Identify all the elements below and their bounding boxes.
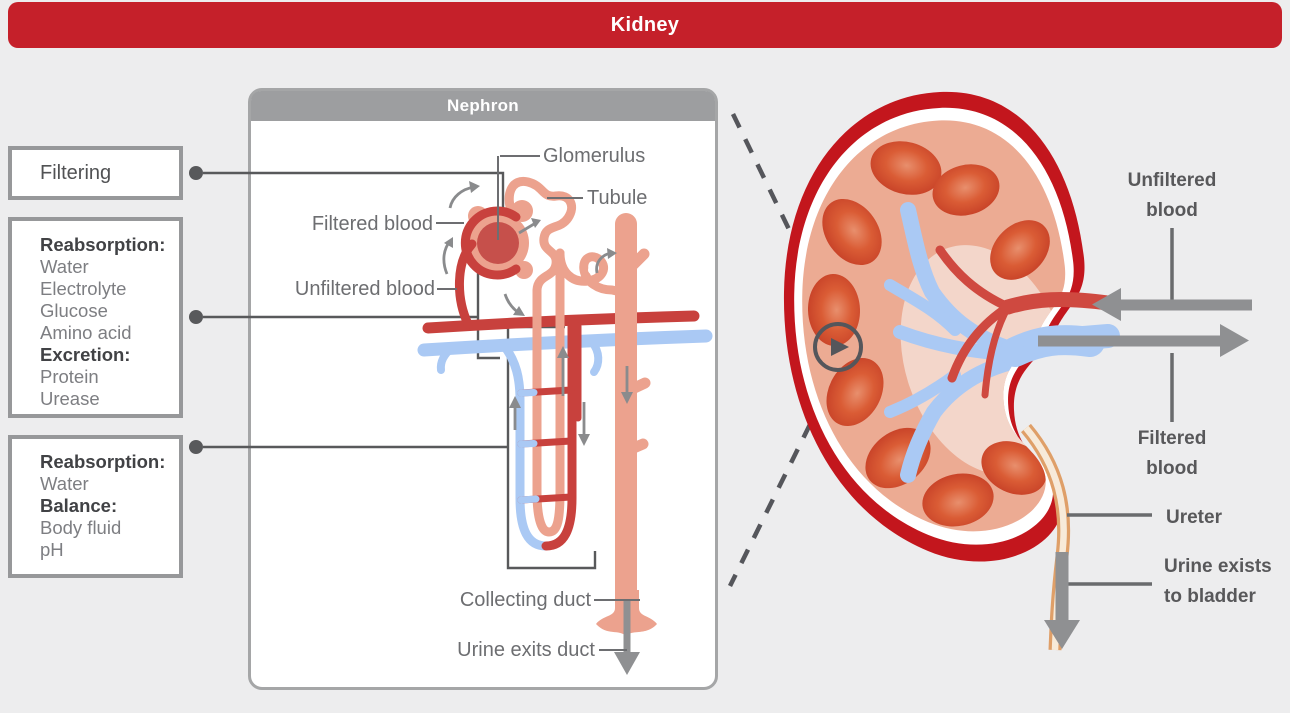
collecting-duct-label: Collecting duct (459, 589, 591, 611)
item-body-fluid: Body fluid (40, 517, 122, 538)
reabsorption-header: Reabsorption: (40, 234, 166, 255)
intrarenal-arteries (935, 245, 1013, 399)
item-glucose: Glucose (40, 300, 108, 321)
tubule-label: Tubule (587, 187, 648, 209)
renal-vein (1023, 324, 1120, 354)
item-electrolyte: Electrolyte (40, 278, 127, 299)
kidney-unfiltered-blood-label: Unfiltered blood (1127, 170, 1217, 221)
dot-reabsorption (189, 310, 203, 324)
renal-sinus (900, 245, 1066, 475)
nephron-title: Nephron (447, 96, 519, 115)
kidney-interior (807, 141, 1066, 527)
renal-artery (1000, 292, 1116, 315)
renal-pyramid (807, 274, 861, 346)
magnification-link (727, 113, 838, 587)
renal-pyramid (932, 164, 1000, 216)
ureter-label: Ureter (1166, 507, 1222, 528)
renal-pyramid (922, 473, 994, 527)
ureter-vessel (1020, 423, 1071, 651)
magnifier-marker (813, 322, 863, 372)
nephron-panel-header: Nephron (251, 91, 715, 121)
renal-pyramid (990, 220, 1050, 280)
glomerulus-label: Glomerulus (543, 145, 646, 167)
page-title: Kidney (610, 13, 680, 36)
annotation-box-reabsorption-excretion: Reabsorption: Water Electrolyte Glucose … (8, 217, 183, 418)
renal-calyces (884, 202, 1028, 483)
urine-exists-label: Urine exists to bladder (1164, 556, 1272, 607)
item-protein: Protein (40, 366, 99, 387)
ureter-wall (1020, 423, 1071, 651)
item-urease: Urease (40, 388, 100, 409)
play-triangle-icon (831, 338, 849, 356)
dashed-connector (730, 113, 836, 321)
ureter-lumen (1023, 425, 1067, 651)
annotation-box-filtering: Filtering (8, 146, 183, 200)
title-banner: Kidney (8, 2, 1282, 48)
dot-balance (189, 440, 203, 454)
magnifier-circle (813, 322, 863, 372)
excretion-header: Excretion: (40, 344, 131, 365)
urine-exits-duct-label: Urine exits duct (457, 639, 595, 661)
renal-pyramid (822, 198, 882, 266)
renal-pyramid (865, 427, 931, 489)
renal-pyramid (870, 141, 942, 195)
unfiltered-blood-label: Unfiltered blood (294, 278, 435, 300)
annotation-box-reabsorption-balance: Reabsorption: Water Balance: Body fluid … (8, 435, 183, 578)
kidney-capsule (783, 91, 1085, 562)
item-water2: Water (40, 473, 89, 494)
item-ph: pH (40, 539, 64, 560)
renal-pelvis (1000, 325, 1105, 367)
filtered-blood-label: Filtered blood (311, 213, 433, 235)
renal-pyramid (826, 357, 884, 427)
kidney-label-lines (1067, 228, 1174, 586)
renal-cortex (802, 120, 1066, 532)
reabsorption2-header: Reabsorption: (40, 451, 166, 472)
dashed-connector (727, 373, 838, 587)
item-water: Water (40, 256, 89, 277)
renal-pyramid (981, 441, 1047, 495)
capsule-inner-lining (794, 107, 1074, 545)
unfiltered-blood-arrow (1092, 288, 1252, 321)
urine-to-bladder-arrow (1044, 552, 1080, 649)
filtering-label: Filtering (40, 161, 112, 184)
dot-filtering (189, 166, 203, 180)
item-amino-acid: Amino acid (40, 322, 132, 343)
kidney-filtered-blood-label: Filtered blood (1137, 428, 1207, 479)
balance-header: Balance: (40, 495, 118, 516)
connector-dots (189, 166, 203, 454)
filtered-blood-arrow (1038, 324, 1249, 357)
kidney-illustration (783, 91, 1120, 651)
